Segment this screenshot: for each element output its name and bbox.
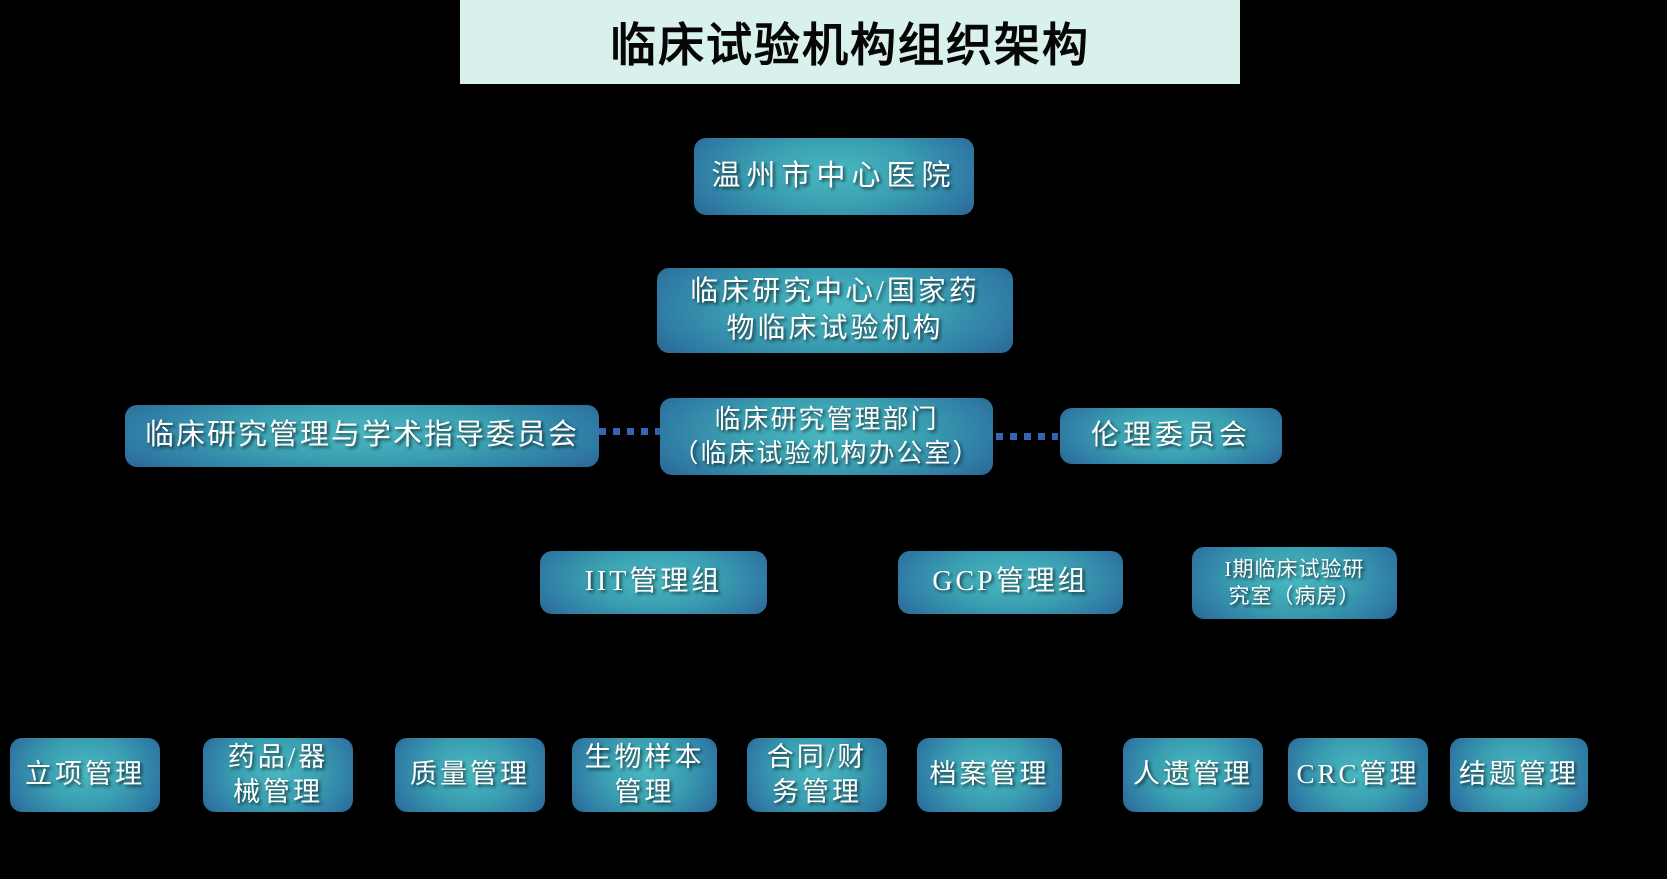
- node-academic-committee: 临床研究管理与学术指导委员会: [125, 405, 599, 467]
- dept-label: 药品/器: [227, 741, 329, 772]
- node-hospital: 温州市中心医院: [694, 138, 974, 215]
- chart-title: 临床试验机构组织架构: [610, 19, 1090, 71]
- node-hospital-label: 温州市中心医院: [711, 159, 957, 192]
- title-bar: 临床试验机构组织架构: [460, 0, 1240, 84]
- node-phase1-ward: I期临床试验研 究室（病房）: [1192, 547, 1397, 619]
- node-dept-project-initiation: 立项管理: [10, 738, 160, 812]
- node-academic-committee-label: 临床研究管理与学术指导委员会: [144, 419, 579, 452]
- dept-label: 质量管理: [410, 759, 530, 790]
- dept-label: 人遗管理: [1133, 759, 1253, 790]
- node-phase1-ward-line2: 究室（病房）: [1228, 584, 1361, 608]
- node-management-dept-line2: （临床试验机构办公室）: [672, 438, 981, 468]
- node-dept-crc: CRC管理: [1288, 738, 1428, 812]
- node-dept-biosample: 生物样本 管理: [572, 738, 717, 812]
- node-dept-archives: 档案管理: [917, 738, 1062, 812]
- node-ethics-committee-label: 伦理委员会: [1090, 419, 1251, 451]
- dept-label: 结题管理: [1459, 759, 1579, 790]
- node-iit-group: IIT管理组: [540, 551, 767, 614]
- dept-label: 立项管理: [25, 759, 145, 790]
- dept-label: 合同/财: [766, 741, 868, 772]
- node-dept-human-genetics: 人遗管理: [1123, 738, 1263, 812]
- node-clinical-research-center-line2: 物临床试验机构: [726, 312, 944, 344]
- connector-committee-dept-dotted: [599, 428, 660, 435]
- dept-label: 档案管理: [929, 759, 1050, 790]
- node-dept-closure: 结题管理: [1450, 738, 1588, 812]
- dept-label-line2: 务管理: [772, 777, 862, 807]
- dept-label: 生物样本: [584, 741, 705, 772]
- dept-label-line2: 管理: [614, 777, 675, 807]
- node-dept-drug-device: 药品/器 械管理: [203, 738, 353, 812]
- node-gcp-group: GCP管理组: [898, 551, 1123, 614]
- node-clinical-research-center: 临床研究中心/国家药 物临床试验机构: [657, 268, 1013, 353]
- node-iit-group-label: IIT管理组: [584, 566, 723, 598]
- node-ethics-committee: 伦理委员会: [1060, 408, 1282, 464]
- connector-dept-ethics-dotted: [996, 433, 1058, 440]
- dept-label: CRC管理: [1296, 759, 1420, 790]
- node-dept-quality: 质量管理: [395, 738, 545, 812]
- node-gcp-group-label: GCP管理组: [932, 566, 1089, 598]
- node-management-dept-line1: 临床研究管理部门: [714, 404, 939, 434]
- node-phase1-ward-line1: I期临床试验研: [1224, 556, 1365, 581]
- node-clinical-research-center-line1: 临床研究中心/国家药: [690, 276, 980, 308]
- dept-label-line2: 械管理: [233, 777, 323, 807]
- node-dept-contract-finance: 合同/财 务管理: [747, 738, 887, 812]
- node-management-dept: 临床研究管理部门 （临床试验机构办公室）: [660, 398, 993, 475]
